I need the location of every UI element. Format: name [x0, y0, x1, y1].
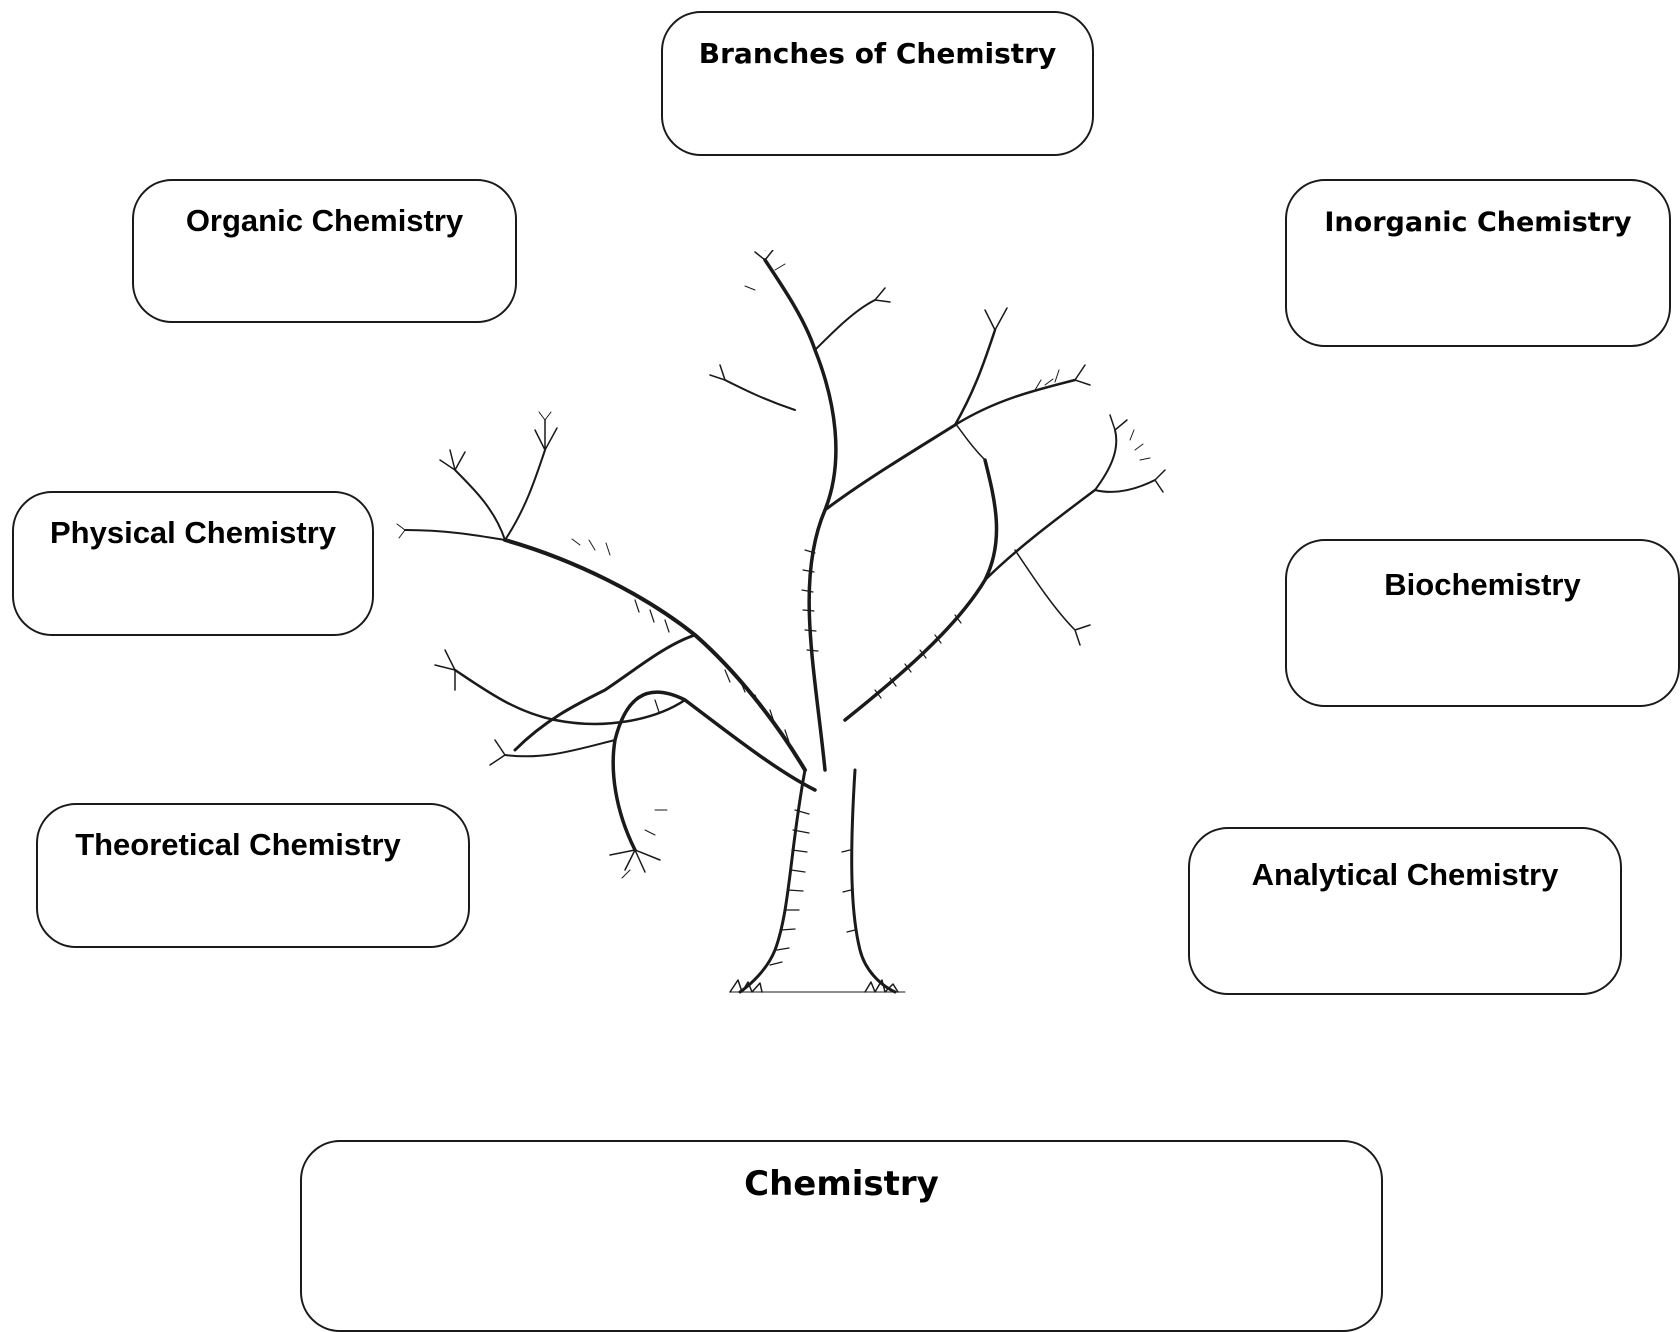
tree-icon [395, 250, 1235, 1040]
physical-chemistry-box: Physical Chemistry [12, 491, 374, 636]
physical-chemistry-label: Physical Chemistry [14, 515, 372, 551]
analytical-chemistry-label: Analytical Chemistry [1190, 857, 1620, 893]
analytical-chemistry-box: Analytical Chemistry [1188, 827, 1622, 995]
inorganic-chemistry-label: Inorganic Chemistry [1287, 207, 1669, 238]
title-box: Branches of Chemistry [661, 11, 1094, 156]
chemistry-root-box: Chemistry [300, 1140, 1383, 1332]
biochemistry-box: Biochemistry [1285, 539, 1680, 707]
organic-chemistry-label: Organic Chemistry [134, 203, 515, 239]
chemistry-root-label: Chemistry [302, 1164, 1381, 1204]
inorganic-chemistry-box: Inorganic Chemistry [1285, 179, 1671, 347]
biochemistry-label: Biochemistry [1287, 567, 1678, 603]
title-label: Branches of Chemistry [663, 37, 1092, 70]
